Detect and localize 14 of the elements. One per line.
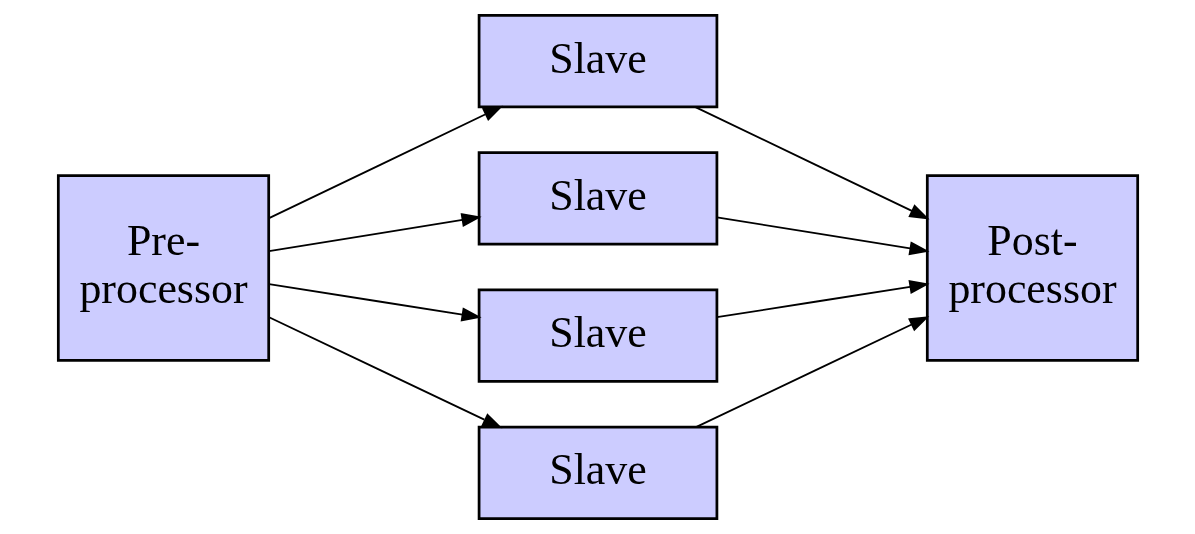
node-box: Slave [477,425,718,520]
arrow [715,279,929,319]
node-box: Pre- processor [56,174,270,362]
arrow [715,216,929,256]
arrow [267,213,482,253]
arrow [267,105,503,220]
node-box: Slave [477,14,718,109]
arrow [267,283,482,322]
arrow [695,316,929,428]
node-box: Slave [477,151,718,246]
node-box: Slave [477,288,718,383]
arrow [267,316,502,429]
arrow [694,106,929,220]
node-box: Post- processor [925,174,1139,362]
